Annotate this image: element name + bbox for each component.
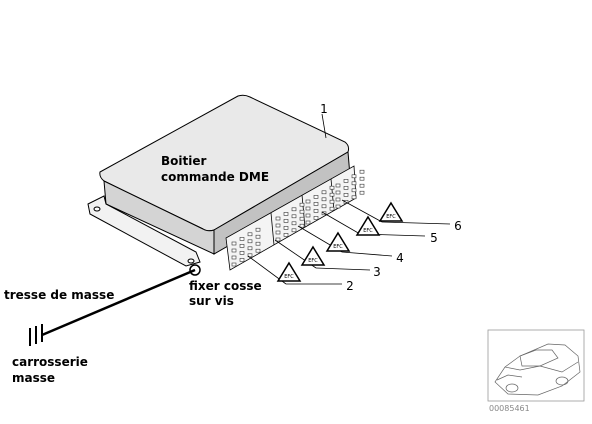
connector-pin <box>359 176 365 181</box>
connector-pin <box>247 253 253 258</box>
connector-pin <box>343 179 349 183</box>
connector-pin <box>321 204 327 209</box>
connector-pin <box>283 219 289 223</box>
connector-pin <box>343 186 349 190</box>
connector-pin <box>299 209 305 214</box>
warning-symbol-text: EFC <box>363 228 373 234</box>
ground-strap <box>29 264 201 346</box>
connector-pin <box>275 230 281 235</box>
ground-strap-label: tresse de masse <box>4 288 114 302</box>
connector-pin <box>351 174 357 179</box>
connector-pin <box>239 251 245 255</box>
attach-label-line2: sur vis <box>189 294 234 308</box>
connector-pin <box>283 233 289 237</box>
car-thumbnail: 00085461 <box>487 329 585 413</box>
connector-pin <box>329 206 335 211</box>
connector-pin <box>255 248 261 253</box>
connector-pin <box>343 193 349 197</box>
connector-pin <box>305 199 311 204</box>
connector-pin <box>255 234 261 239</box>
warning-symbol-text: EFC <box>386 214 396 220</box>
warning-symbol-text: EFC <box>284 274 294 280</box>
connector-pin <box>299 223 305 228</box>
callout-6: 6 <box>454 219 462 233</box>
body-label-line1: carrosserie <box>12 355 88 369</box>
annotation-labels: Boitier commande DME tresse de masse fix… <box>4 154 269 385</box>
connector-pin <box>239 237 245 241</box>
connector-pin <box>291 228 297 233</box>
connector-pin <box>239 244 245 248</box>
connector-pin <box>335 204 341 209</box>
ground-symbol-icon <box>29 324 43 346</box>
connector-pin <box>283 226 289 230</box>
connector-pin <box>231 255 237 260</box>
connector-pin <box>321 190 327 195</box>
connector-pin <box>335 190 341 195</box>
connector-pin <box>351 181 357 186</box>
connector-pin <box>305 206 311 211</box>
warning-symbol-text: EFC <box>333 244 343 250</box>
connector-block <box>225 165 365 271</box>
connector-pin <box>299 216 305 221</box>
connector-pin <box>313 195 319 199</box>
connector-pin <box>299 202 305 207</box>
callout-numbers: 1 2 3 4 5 6 <box>320 102 462 293</box>
connector-pin <box>283 212 289 216</box>
connector-pin <box>275 216 281 221</box>
warning-triangle-icon: EFC <box>325 231 351 252</box>
connector-pin <box>255 241 261 246</box>
warning-triangle-icon: EFC <box>276 261 302 282</box>
connector-pin <box>329 192 335 197</box>
connector-pin <box>247 232 253 237</box>
connector-pin <box>305 213 311 218</box>
warning-triangle-icon: EFC <box>378 201 404 222</box>
connector-pin <box>335 197 341 202</box>
callout-1: 1 <box>320 102 328 116</box>
body-label-line2: masse <box>12 371 55 385</box>
connector-pin <box>291 207 297 212</box>
callout-5: 5 <box>430 231 438 245</box>
connector-pin <box>231 241 237 246</box>
callout-4: 4 <box>396 251 404 265</box>
module-label-line2: commande DME <box>161 170 269 184</box>
connector-pin <box>351 188 357 193</box>
attach-label-line1: fixer cosse <box>189 279 262 293</box>
connector-pin <box>291 214 297 219</box>
connector-pin <box>231 262 237 267</box>
connector-pin <box>329 199 335 204</box>
diagram-reference-number: 00085461 <box>489 404 530 413</box>
connector-pin <box>231 248 237 253</box>
warning-triangle-icon: EFC <box>355 215 381 236</box>
attachment-point-marker <box>189 264 201 276</box>
connector-pin <box>335 183 341 188</box>
connector-pin <box>247 246 253 251</box>
dme-control-module <box>87 94 351 267</box>
connector-pin <box>321 197 327 202</box>
connector-pin <box>275 223 281 228</box>
connector-pin <box>313 202 319 206</box>
connector-pin <box>329 185 335 190</box>
warning-triangles: EFC EFC EFC EFC EFC <box>276 201 404 282</box>
connector-pin <box>313 209 319 213</box>
connector-pin <box>247 239 253 244</box>
callout-2: 2 <box>346 279 354 293</box>
connector-pin <box>359 183 365 188</box>
connector-pin <box>359 190 365 195</box>
warning-triangle-icon: EFC <box>300 245 326 266</box>
connector-pin <box>239 258 245 262</box>
connector-pin <box>291 221 297 226</box>
connector-pin <box>351 195 357 200</box>
connector-pin <box>275 237 281 242</box>
connector-pin <box>313 216 319 220</box>
connector-pin <box>305 220 311 225</box>
warning-symbol-text: EFC <box>308 258 318 264</box>
connector-pin <box>255 227 261 232</box>
connector-pin <box>359 169 365 174</box>
callout-3: 3 <box>373 265 381 279</box>
car-silhouette-icon <box>494 343 581 396</box>
module-label-line1: Boitier <box>161 154 206 168</box>
